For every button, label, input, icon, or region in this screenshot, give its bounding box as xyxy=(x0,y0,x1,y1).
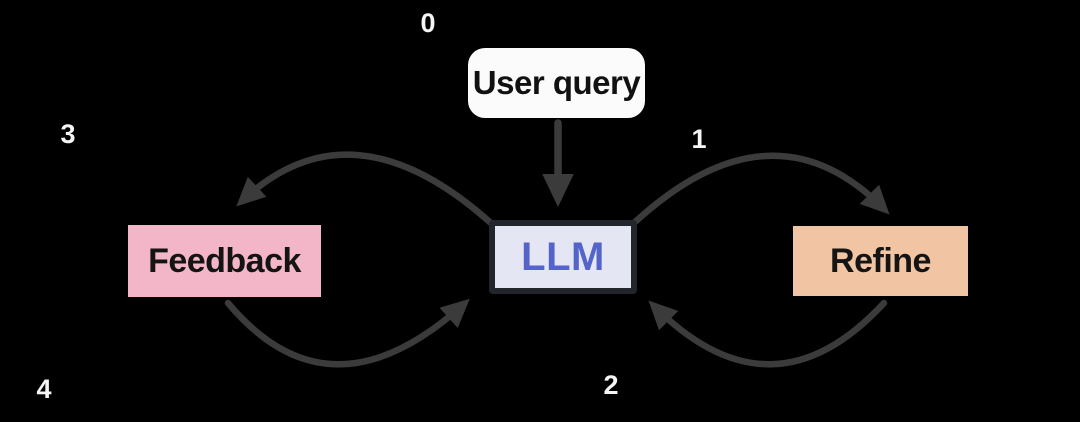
step-label-2: 2 xyxy=(603,370,619,400)
node-user-query-label: User query xyxy=(472,64,641,101)
node-feedback: Feedback xyxy=(128,225,321,297)
step-label-0: 0 xyxy=(420,8,436,38)
step-label-1: 1 xyxy=(691,124,707,154)
node-llm: LLM xyxy=(489,220,637,294)
arrow-llm-to-refine xyxy=(630,152,890,227)
arrow-feedback-to-llm xyxy=(224,298,470,368)
step-label-4: 4 xyxy=(36,374,52,404)
node-feedback-label: Feedback xyxy=(148,241,301,280)
arrow-llm-to-feedback xyxy=(236,151,496,228)
node-refine: Refine xyxy=(793,226,968,296)
node-refine-label: Refine xyxy=(830,241,931,280)
arrow-refine-to-llm xyxy=(648,299,888,368)
node-llm-label: LLM xyxy=(521,234,605,279)
node-user-query: User query xyxy=(468,48,645,118)
step-label-3: 3 xyxy=(60,119,76,149)
